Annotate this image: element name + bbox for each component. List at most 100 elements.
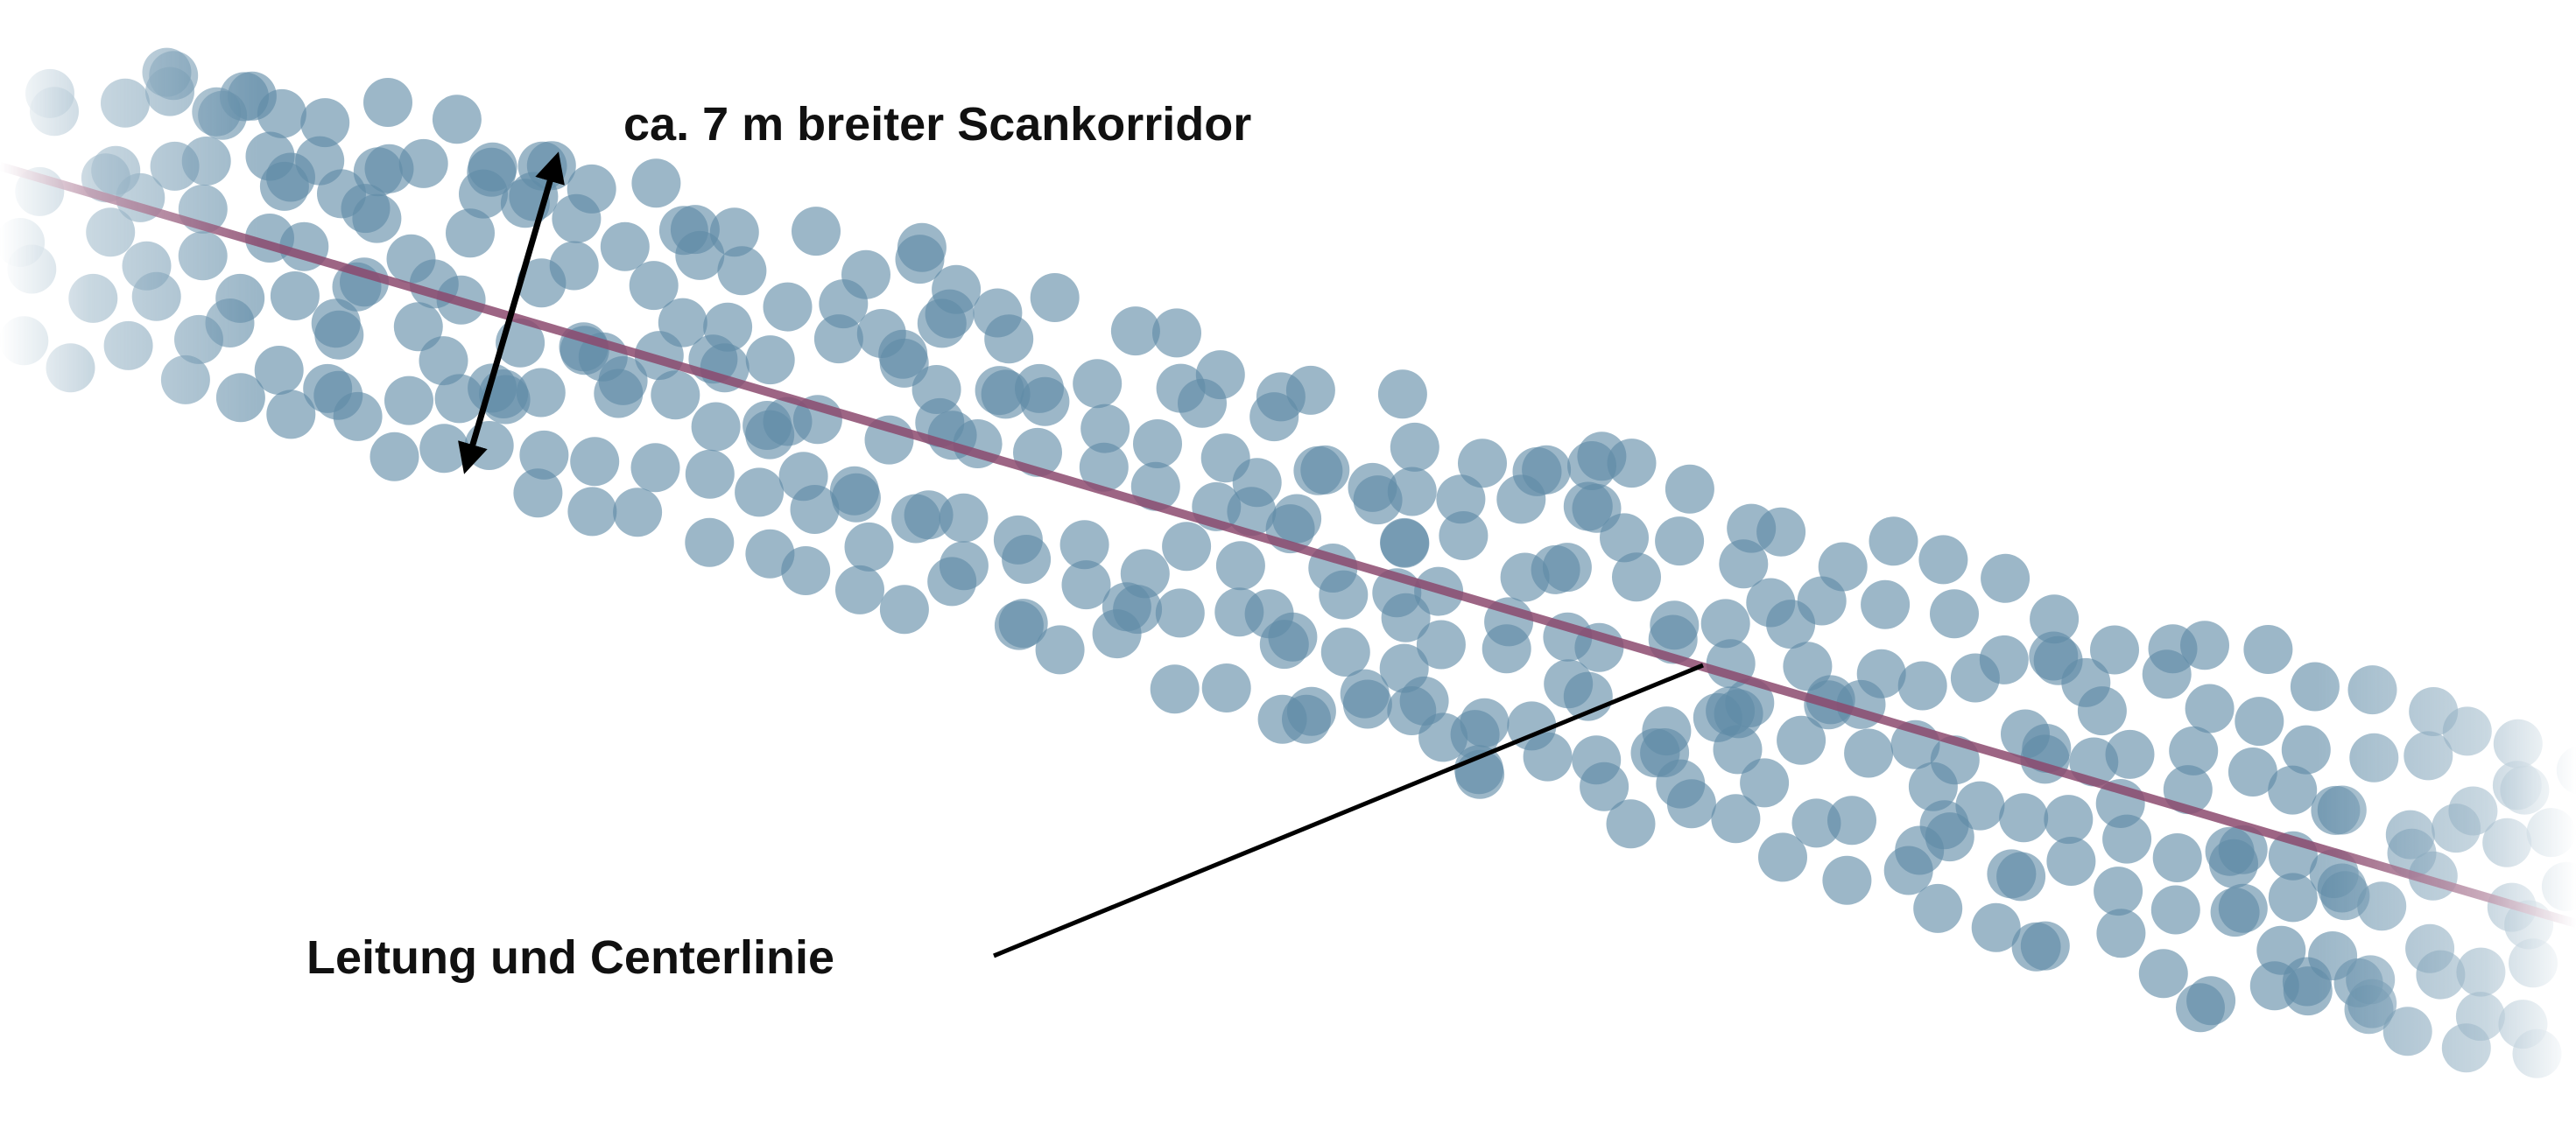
centerline-leader-line — [993, 663, 1704, 958]
scan-point — [685, 517, 735, 567]
scan-point — [675, 230, 725, 280]
scan-corridor — [0, 47, 2576, 1078]
scan-point — [1869, 516, 1918, 566]
scan-point — [419, 336, 468, 386]
scan-point — [2317, 863, 2367, 913]
scan-point — [1059, 520, 1109, 570]
scan-point — [1215, 541, 1265, 591]
centerline-label: Leitung und Centerlinie — [306, 931, 834, 984]
scan-point — [1150, 664, 1200, 714]
scan-point — [192, 87, 242, 137]
scan-point — [341, 184, 391, 234]
scan-point — [1286, 686, 1336, 736]
scan-point — [2317, 785, 2367, 835]
scan-point — [685, 449, 735, 499]
scan-point — [745, 410, 795, 460]
scan-point — [513, 468, 563, 518]
scan-point — [2404, 731, 2453, 781]
scan-point — [1777, 715, 1826, 765]
scan-point — [998, 599, 1048, 649]
scan-point — [651, 370, 700, 420]
scan-point — [2180, 621, 2229, 670]
scan-point — [2102, 814, 2152, 864]
scan-point — [1580, 762, 1629, 811]
scan-point — [215, 373, 265, 423]
scan-point — [691, 402, 741, 452]
scan-point — [68, 273, 118, 323]
scan-point — [613, 488, 663, 537]
scan-point — [1079, 442, 1129, 492]
scan-point — [1162, 522, 1212, 572]
scan-point — [1002, 535, 1052, 584]
scan-point — [835, 565, 884, 614]
scan-point — [709, 207, 759, 257]
scan-point — [257, 88, 306, 138]
scan-point — [844, 522, 894, 572]
scan-point — [879, 585, 929, 635]
scan-point — [131, 271, 181, 321]
scan-point — [629, 261, 679, 311]
scan-point — [1700, 599, 1750, 649]
scan-point — [101, 78, 150, 128]
scan-point — [1714, 689, 1763, 739]
scan-point — [927, 557, 977, 607]
scan-point — [1930, 589, 1979, 639]
scan-point — [1996, 852, 2046, 902]
scan-point — [1416, 620, 1466, 670]
scan-point — [792, 207, 841, 256]
scan-point — [1822, 855, 1872, 905]
scan-point — [2482, 818, 2532, 867]
scan-point — [2235, 697, 2284, 747]
scan-point — [446, 208, 495, 258]
scan-point — [790, 485, 840, 534]
scan-point — [1606, 799, 1656, 849]
scan-point — [1061, 560, 1111, 610]
scan-point — [939, 493, 989, 543]
scan-point — [2228, 747, 2277, 797]
scan-point — [1918, 535, 1968, 585]
scan-point — [205, 298, 255, 347]
scan-point — [2441, 1023, 2491, 1073]
scan-point — [2150, 885, 2200, 935]
scan-point — [1531, 544, 1580, 594]
scan-point — [2243, 625, 2293, 674]
scan-point — [567, 487, 617, 537]
scan-point — [1268, 612, 1318, 662]
scan-point — [735, 467, 785, 517]
scan-point — [2290, 662, 2340, 712]
scan-point — [1740, 758, 1790, 808]
scan-point — [270, 271, 320, 320]
scan-point — [1600, 513, 1649, 563]
scan-point — [2416, 950, 2466, 1000]
scan-point — [398, 138, 448, 188]
scan-point — [2282, 957, 2332, 1007]
scan-point — [631, 158, 681, 208]
scan-point — [0, 316, 49, 366]
scan-point — [1377, 369, 1427, 419]
scan-point — [1390, 422, 1439, 472]
scan-point — [2046, 837, 2096, 886]
scan-point — [2044, 795, 2094, 845]
scan-point — [1458, 439, 1507, 488]
scan-point — [2456, 947, 2506, 997]
scan-point — [2185, 684, 2235, 733]
scan-point — [1387, 467, 1437, 516]
scan-point — [1861, 579, 1911, 629]
scan-point — [2512, 1028, 2562, 1078]
scan-point — [1971, 902, 2021, 952]
scan-point — [1035, 625, 1085, 675]
scan-point — [1999, 793, 2049, 843]
scan-point — [370, 432, 419, 481]
scan-point — [2349, 733, 2399, 783]
scan-point — [145, 67, 194, 116]
scan-point — [975, 366, 1024, 416]
scan-point — [897, 222, 947, 272]
scan-point — [1496, 474, 1546, 524]
scan-point — [1092, 609, 1142, 659]
scan-point — [2094, 867, 2143, 916]
corridor-width-arrow — [458, 151, 565, 474]
scan-point — [1110, 306, 1160, 356]
scan-point — [2090, 625, 2139, 675]
scan-point — [2442, 706, 2492, 756]
